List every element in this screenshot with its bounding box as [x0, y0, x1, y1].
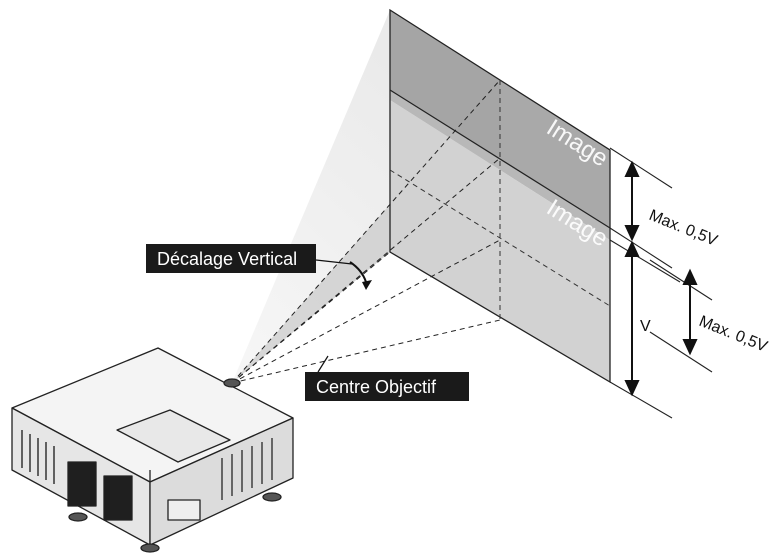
shifted-image-bottom-edge [389, 89, 611, 229]
lens-center-leader [317, 355, 329, 373]
lens-center-callout: Centre Objectif [305, 372, 469, 401]
connector-panel-icon [67, 461, 97, 507]
upper-shift-dimension: Max. 0,5V [647, 207, 720, 250]
vertical-shift-callout: Décalage Vertical [146, 244, 316, 273]
left-vent-icon [21, 430, 55, 484]
projector-top-panel [116, 409, 231, 463]
foot-icon [68, 512, 88, 522]
lens-center-label: Centre Objectif [316, 377, 437, 397]
image-height-dimension: V [640, 318, 651, 335]
foot-icon [140, 543, 160, 553]
connector-panel-2-icon [103, 475, 133, 521]
label-plate-icon [167, 499, 201, 521]
screen-plane [389, 8, 611, 384]
vertical-shift-label: Décalage Vertical [157, 249, 297, 269]
vertical-shift-leader [315, 259, 353, 265]
lens-icon [223, 378, 241, 388]
projection-rays [231, 79, 501, 384]
foot-icon [262, 492, 282, 502]
image-overlap-dark [390, 10, 500, 158]
projector [11, 347, 294, 553]
lower-shift-dimension: Max. 0,5V [697, 313, 770, 356]
right-vent-icon [221, 438, 273, 500]
original-image-area [390, 100, 610, 382]
vertical-shift-arrowhead [362, 280, 372, 290]
dimension-arrows [624, 160, 698, 397]
vertical-shift-arc-icon [349, 261, 367, 283]
dimension-lines [609, 147, 713, 419]
